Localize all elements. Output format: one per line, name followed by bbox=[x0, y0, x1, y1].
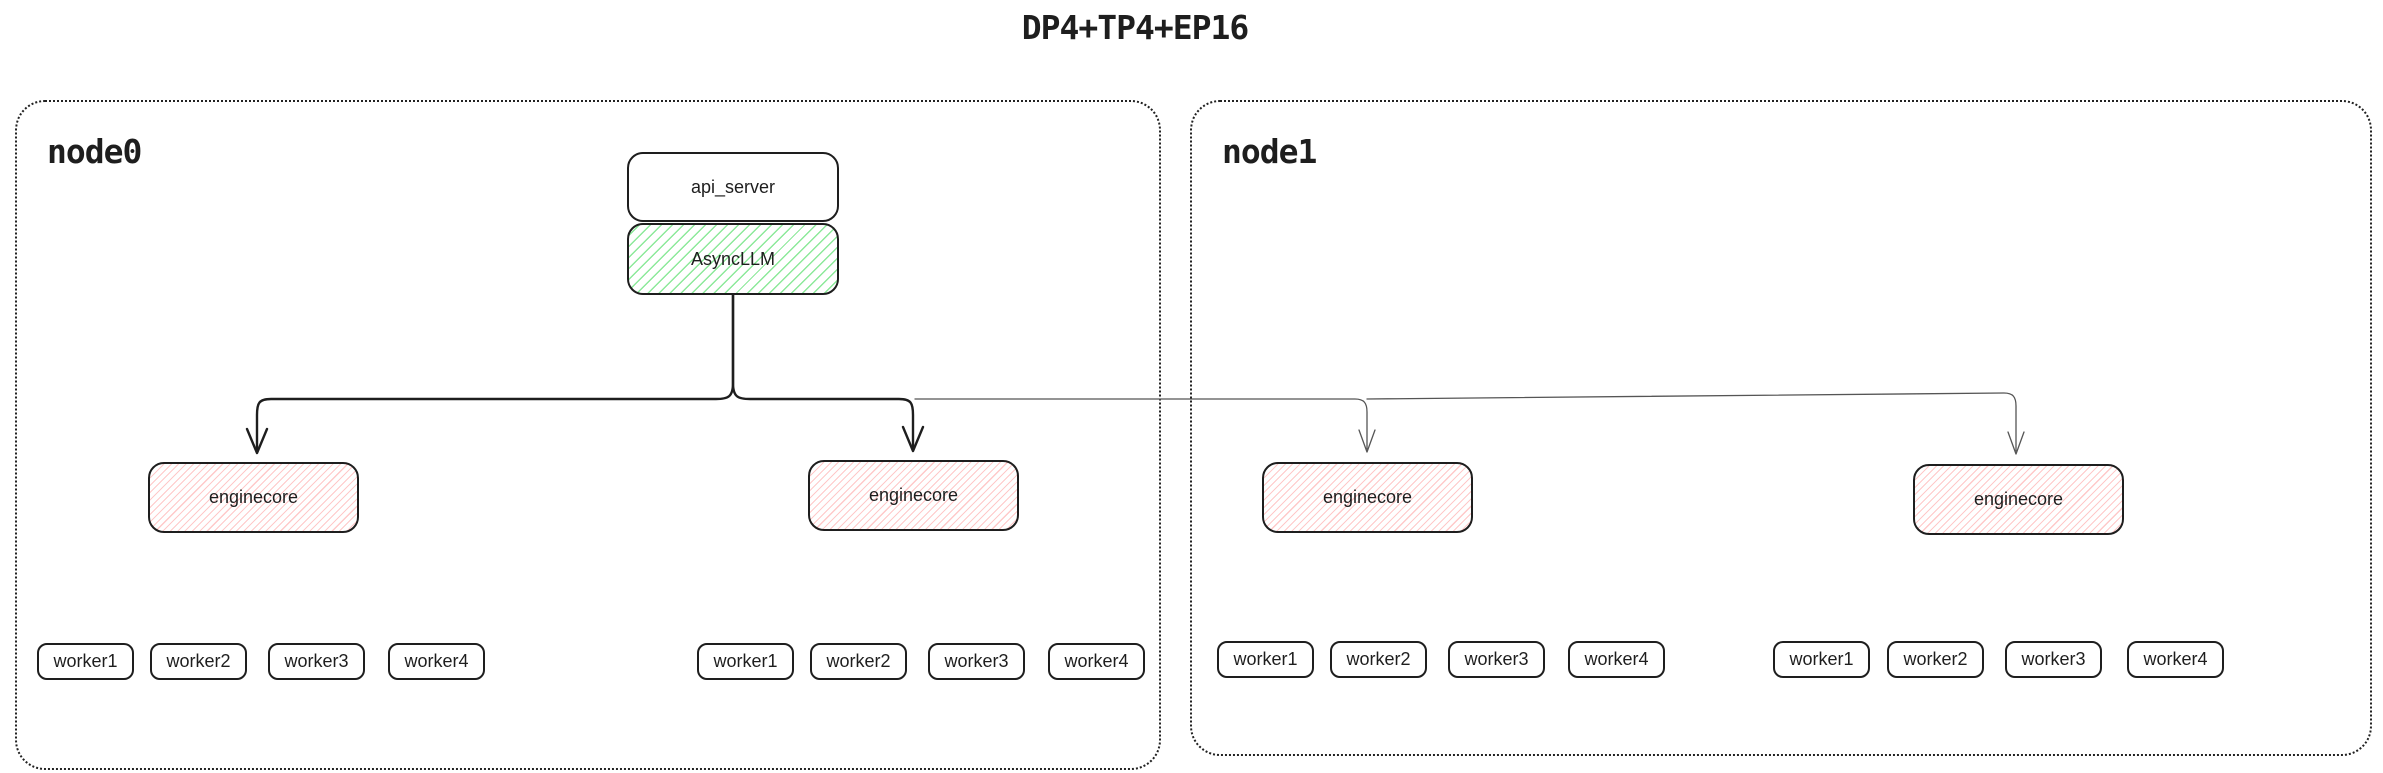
enginecore-label: enginecore bbox=[868, 485, 959, 505]
worker-label: worker4 bbox=[2143, 649, 2208, 669]
enginecore-box-4: enginecore bbox=[1913, 464, 2124, 535]
asyncllm-label: AsyncLLM bbox=[690, 248, 776, 269]
worker-box: worker4 bbox=[1048, 643, 1145, 680]
node1-label: node1 bbox=[1222, 132, 1317, 171]
api-server-label: api_server bbox=[690, 176, 776, 197]
worker-label: worker3 bbox=[2021, 649, 2086, 669]
worker-label: worker2 bbox=[166, 651, 231, 671]
enginecore-label: enginecore bbox=[1322, 487, 1413, 507]
worker-box: worker1 bbox=[697, 643, 794, 680]
worker-label: worker2 bbox=[826, 651, 891, 671]
enginecore-box-3: enginecore bbox=[1262, 462, 1473, 533]
worker-label: worker4 bbox=[1584, 649, 1649, 669]
worker-label: worker1 bbox=[1789, 649, 1854, 669]
worker-box: worker4 bbox=[1568, 641, 1665, 678]
worker-label: worker4 bbox=[404, 651, 469, 671]
worker-box: worker2 bbox=[150, 643, 247, 680]
worker-box: worker3 bbox=[268, 643, 365, 680]
worker-box: worker1 bbox=[37, 643, 134, 680]
node0-label: node0 bbox=[47, 132, 142, 171]
worker-label: worker1 bbox=[1233, 649, 1298, 669]
worker-box: worker4 bbox=[388, 643, 485, 680]
worker-label: worker3 bbox=[944, 651, 1009, 671]
api-server-box: api_server bbox=[627, 152, 839, 222]
worker-label: worker2 bbox=[1903, 649, 1968, 669]
diagram-title: DP4+TP4+EP16 bbox=[1021, 8, 1249, 47]
worker-box: worker3 bbox=[928, 643, 1025, 680]
worker-label: worker1 bbox=[713, 651, 778, 671]
worker-box: worker4 bbox=[2127, 641, 2224, 678]
enginecore-label: enginecore bbox=[208, 487, 299, 507]
worker-label: worker3 bbox=[284, 651, 349, 671]
worker-label: worker1 bbox=[53, 651, 118, 671]
worker-label: worker3 bbox=[1464, 649, 1529, 669]
worker-box: worker2 bbox=[1887, 641, 1984, 678]
worker-box: worker2 bbox=[1330, 641, 1427, 678]
worker-box: worker1 bbox=[1773, 641, 1870, 678]
worker-box: worker2 bbox=[810, 643, 907, 680]
asyncllm-box: AsyncLLM bbox=[627, 223, 839, 295]
worker-box: worker3 bbox=[2005, 641, 2102, 678]
worker-box: worker1 bbox=[1217, 641, 1314, 678]
enginecore-label: enginecore bbox=[1973, 489, 2064, 509]
enginecore-box-1: enginecore bbox=[148, 462, 359, 533]
worker-label: worker2 bbox=[1346, 649, 1411, 669]
worker-label: worker4 bbox=[1064, 651, 1129, 671]
worker-box: worker3 bbox=[1448, 641, 1545, 678]
enginecore-box-2: enginecore bbox=[808, 460, 1019, 531]
